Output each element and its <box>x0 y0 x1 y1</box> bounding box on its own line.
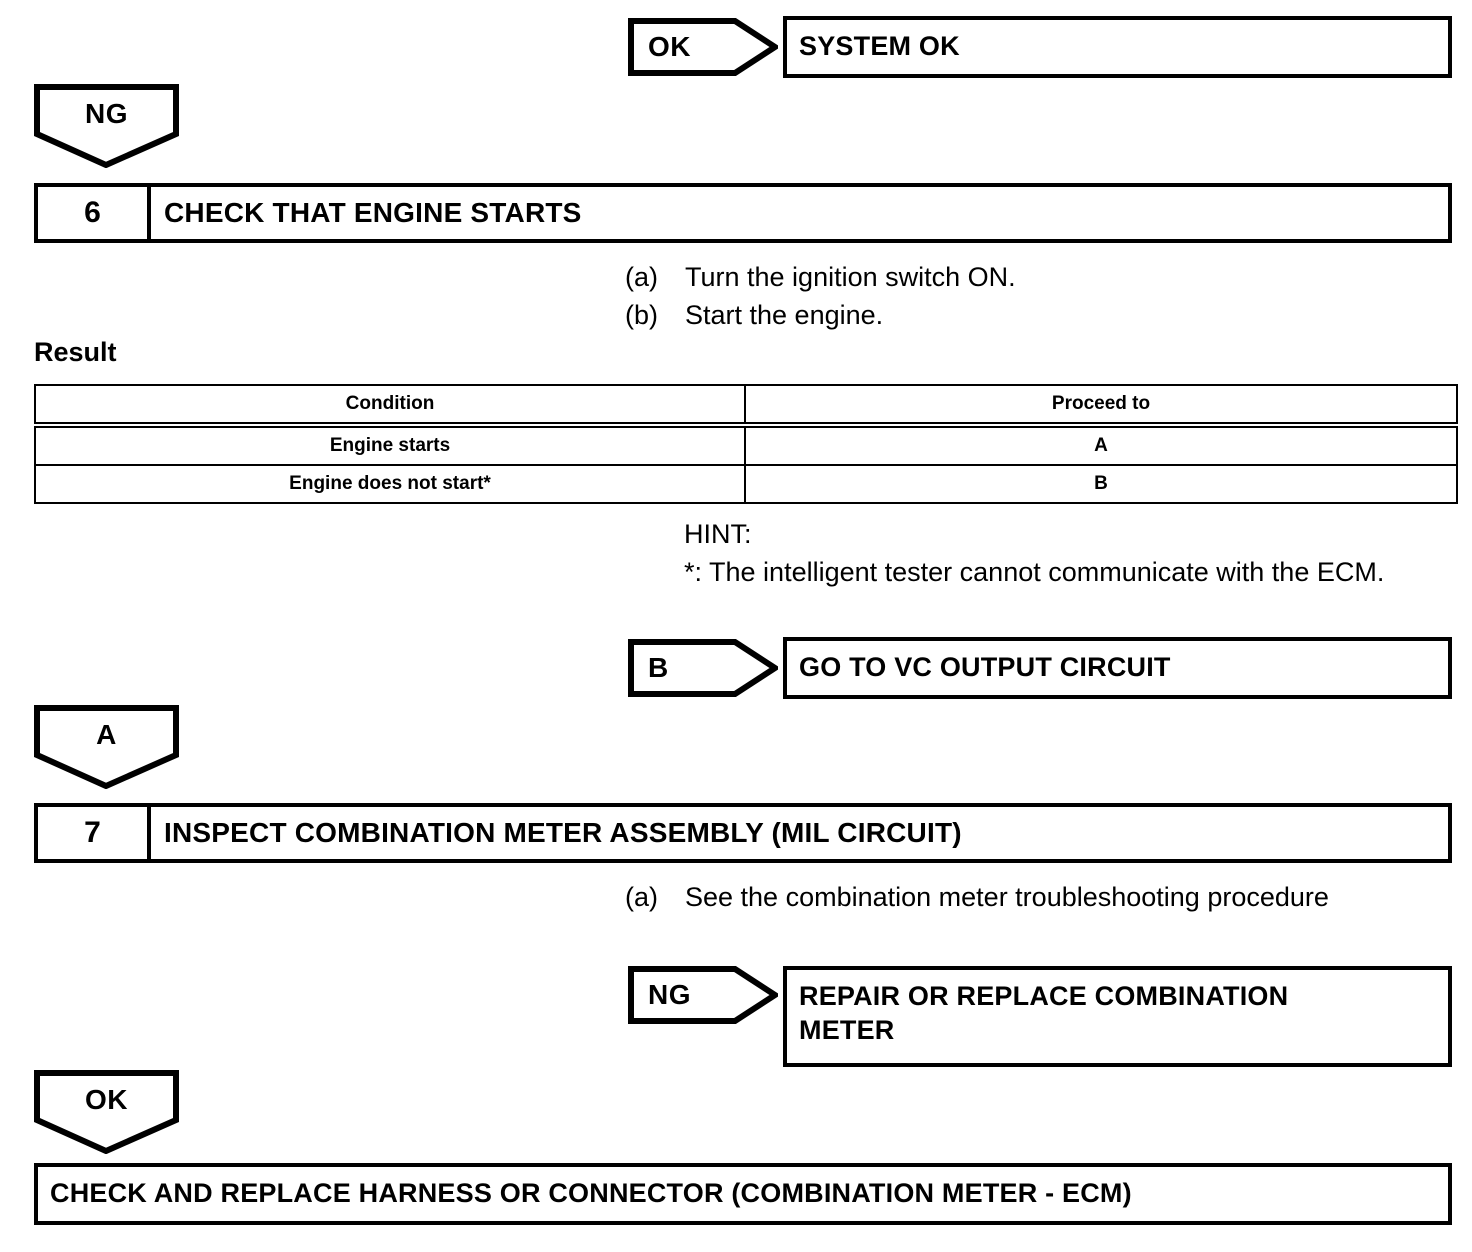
table-cell-proceed: A <box>744 424 1458 466</box>
result-box-vc-output-circuit[interactable]: GO TO VC OUTPUT CIRCUIT <box>783 637 1452 699</box>
connector-marker-a[interactable]: A <box>34 705 179 789</box>
result-box-label: CHECK AND REPLACE HARNESS OR CONNECTOR (… <box>50 1178 1132 1208</box>
procedure-item: (a) Turn the ignition switch ON. <box>625 258 1016 296</box>
procedure-list-step7: (a) See the combination meter troublesho… <box>625 878 1329 916</box>
result-caption: Result <box>34 337 117 367</box>
connector-marker-ok-bottom[interactable]: OK <box>34 1070 179 1154</box>
table-cell-condition: Engine starts <box>34 424 746 466</box>
table-cell-condition: Engine does not start* <box>34 464 746 504</box>
table-cell-proceed: B <box>744 464 1458 504</box>
connector-marker-label: NG <box>85 98 128 129</box>
step-title: INSPECT COMBINATION METER ASSEMBLY (MIL … <box>164 817 962 848</box>
judgement-arrow-b[interactable]: B <box>628 639 778 697</box>
procedure-list-step6: (a) Turn the ignition switch ON. (b) Sta… <box>625 258 1016 334</box>
hint-title: HINT: <box>684 519 752 549</box>
result-box-check-replace-harness[interactable]: CHECK AND REPLACE HARNESS OR CONNECTOR (… <box>34 1163 1452 1225</box>
pentagon-down-icon <box>34 1070 179 1154</box>
pentagon-down-icon <box>34 705 179 789</box>
step-title: CHECK THAT ENGINE STARTS <box>164 197 582 228</box>
table-header-row: Condition Proceed to <box>34 384 1458 428</box>
arrow-pentagon-icon <box>628 966 778 1024</box>
table-row: Engine starts A <box>34 424 1458 466</box>
procedure-text: Start the engine. <box>685 300 884 330</box>
table-header-cell: Proceed to <box>744 384 1458 428</box>
result-box-system-ok[interactable]: SYSTEM OK <box>783 16 1452 78</box>
pentagon-down-icon <box>34 84 179 168</box>
procedure-marker: (b) <box>625 300 658 330</box>
result-table: Condition Proceed to Engine starts A Eng… <box>34 384 1458 504</box>
judgement-arrow-ng-meter[interactable]: NG <box>628 966 778 1024</box>
result-box-label: REPAIR OR REPLACE COMBINATION METER <box>799 981 1289 1045</box>
judgement-label: B <box>648 652 669 683</box>
connector-marker-ng-top[interactable]: NG <box>34 84 179 168</box>
judgement-arrow-ok-top[interactable]: OK <box>628 18 778 76</box>
arrow-pentagon-icon <box>628 639 778 697</box>
step-bar-6[interactable]: 6 CHECK THAT ENGINE STARTS <box>34 183 1452 243</box>
table-row: Engine does not start* B <box>34 464 1458 504</box>
procedure-item: (b) Start the engine. <box>625 296 1016 334</box>
result-box-label: GO TO VC OUTPUT CIRCUIT <box>799 652 1171 682</box>
step-number: 6 <box>38 187 151 239</box>
connector-marker-label: OK <box>85 1084 128 1115</box>
arrow-pentagon-icon <box>628 18 778 76</box>
judgement-label: NG <box>648 979 691 1010</box>
hint-body: *: The intelligent tester cannot communi… <box>684 557 1385 587</box>
procedure-marker: (a) <box>625 262 658 292</box>
step-number: 7 <box>38 807 151 859</box>
step-bar-7[interactable]: 7 INSPECT COMBINATION METER ASSEMBLY (MI… <box>34 803 1452 863</box>
hint-block: HINT: *: The intelligent tester cannot c… <box>684 515 1384 591</box>
table-header-cell: Condition <box>34 384 746 428</box>
result-box-repair-replace-meter[interactable]: REPAIR OR REPLACE COMBINATION METER <box>783 966 1452 1067</box>
procedure-text: Turn the ignition switch ON. <box>685 262 1016 292</box>
connector-marker-label: A <box>96 719 117 750</box>
procedure-item: (a) See the combination meter troublesho… <box>625 878 1329 916</box>
judgement-label: OK <box>648 31 691 62</box>
procedure-marker: (a) <box>625 882 658 912</box>
result-box-label: SYSTEM OK <box>799 31 960 61</box>
procedure-text: See the combination meter troubleshootin… <box>685 882 1329 912</box>
